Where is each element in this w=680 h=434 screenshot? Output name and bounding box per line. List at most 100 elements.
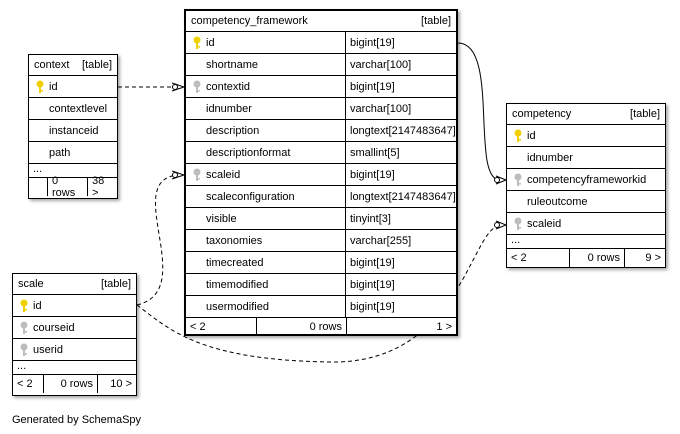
column-name-cell: scaleid (186, 164, 345, 185)
more-columns: ... (29, 164, 117, 178)
column-name: path (49, 146, 71, 159)
column-name: id (527, 129, 536, 142)
column-row-ruleoutcome[interactable]: ruleoutcome (507, 191, 665, 213)
column-row-id[interactable]: id (29, 76, 117, 98)
column-name: contextid (206, 80, 251, 93)
column-row-path[interactable]: path (29, 142, 117, 164)
link-endpoint-circle (494, 222, 500, 228)
link-endpoint-circle (494, 177, 500, 183)
column-list: id courseid userid (13, 295, 136, 361)
column-name-cell: timemodified (186, 274, 345, 295)
table-header: competency [table] (507, 104, 665, 125)
column-name-cell: shortname (186, 54, 345, 75)
column-name-cell: contextid (186, 76, 345, 97)
table-name: competency_framework (191, 15, 308, 27)
column-type: longtext[2147483647] (345, 186, 456, 207)
column-name-cell: taxonomies (186, 230, 345, 251)
column-type: bigint[19] (345, 32, 456, 53)
foreign-key-icon (513, 173, 523, 187)
column-type: tinyint[3] (345, 208, 456, 229)
column-name-cell: courseid (13, 317, 75, 338)
more-columns: ... (507, 235, 665, 249)
more-columns: ... (13, 361, 136, 375)
primary-key-icon (513, 129, 523, 143)
column-row-scaleid[interactable]: scaleid (507, 213, 665, 235)
column-name-cell: usermodified (186, 296, 345, 317)
column-row-scaleid[interactable]: scaleid bigint[19] (186, 164, 456, 186)
column-row-instanceid[interactable]: instanceid (29, 120, 117, 142)
foreign-key-icon (513, 217, 523, 231)
column-row-id[interactable]: id (13, 295, 136, 317)
column-row-id[interactable]: id (507, 125, 665, 147)
table-name: context (34, 59, 70, 71)
table-scale[interactable]: scale [table] id courseid userid ... < 2 0… (12, 273, 137, 396)
table-header: competency_framework [table] (186, 11, 456, 32)
column-type: bigint[19] (345, 164, 456, 185)
column-type: longtext[2147483647] (345, 120, 456, 141)
column-row-competencyframeworkid[interactable]: competencyframeworkid (507, 169, 665, 191)
column-row-userid[interactable]: userid (13, 339, 136, 361)
footer-children: 1 > (346, 318, 456, 336)
table-footer: < 2 0 rows 10 > (13, 375, 136, 393)
column-name: idnumber (206, 102, 252, 115)
link-scale-to-framework (136, 174, 179, 306)
table-name: scale (18, 278, 44, 290)
column-row-courseid[interactable]: courseid (13, 317, 136, 339)
column-name-cell: idnumber (186, 98, 345, 119)
foreign-key-icon (19, 321, 29, 335)
column-name-cell: id (13, 295, 42, 316)
column-type: bigint[19] (345, 76, 456, 97)
column-type: varchar[255] (345, 230, 456, 251)
table-footer: < 2 0 rows 9 > (507, 249, 665, 267)
link-scale-to-competency (136, 224, 501, 363)
column-name: userid (33, 343, 63, 356)
generator-credit: Generated by SchemaSpy (12, 414, 142, 426)
column-name-cell: contextlevel (29, 98, 107, 119)
column-row-shortname[interactable]: shortname varchar[100] (186, 54, 456, 76)
footer-rows: 0 rows (256, 318, 346, 336)
column-name-cell: description (186, 120, 345, 141)
column-name-cell: descriptionformat (186, 142, 345, 163)
column-row-contextlevel[interactable]: contextlevel (29, 98, 117, 120)
foreign-key-icon (192, 168, 202, 182)
table-tag: [table] (421, 15, 451, 27)
column-name: instanceid (49, 124, 99, 137)
column-name-cell: timecreated (186, 252, 345, 273)
column-name-cell: id (29, 76, 58, 97)
column-type: varchar[100] (345, 98, 456, 119)
column-type: bigint[19] (345, 296, 456, 317)
link-endpoint-circle (172, 172, 178, 178)
column-name: id (33, 299, 42, 312)
footer-parents: < 2 (511, 252, 527, 264)
column-name: contextlevel (49, 102, 108, 115)
column-row-contextid[interactable]: contextid bigint[19] (186, 76, 456, 98)
column-row-idnumber[interactable]: idnumber varchar[100] (186, 98, 456, 120)
table-name: competency (512, 108, 572, 120)
footer-rows: 0 rows (569, 249, 624, 267)
column-name: courseid (33, 321, 75, 334)
table-tag: [table] (101, 278, 131, 290)
column-name: shortname (206, 58, 258, 71)
column-name-cell: instanceid (29, 120, 99, 141)
column-type: varchar[100] (345, 54, 456, 75)
link-framework-to-competency (457, 42, 501, 181)
column-name-cell: ruleoutcome (507, 191, 588, 212)
column-row-idnumber[interactable]: idnumber (507, 147, 665, 169)
foreign-key-icon (19, 343, 29, 357)
column-name-cell: userid (13, 339, 63, 360)
column-name: id (49, 80, 58, 93)
column-name: scaleid (206, 168, 241, 181)
